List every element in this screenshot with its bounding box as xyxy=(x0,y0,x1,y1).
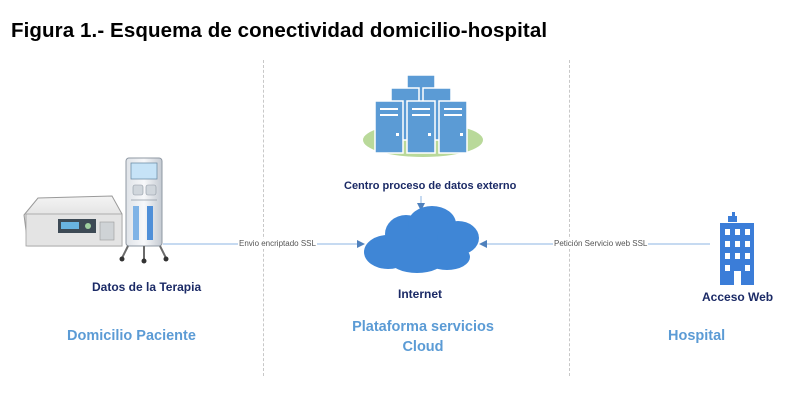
connection-label-hospital: Petición Servicio web SSL xyxy=(553,239,649,249)
patient-device-label: Datos de la Terapia xyxy=(92,280,202,294)
cloud-label: Internet xyxy=(398,287,443,301)
cloud-icon xyxy=(364,206,479,273)
zone-label-right: Hospital xyxy=(668,328,726,344)
server-cluster-icon xyxy=(363,74,483,157)
zone-divider-right xyxy=(569,60,570,376)
zone-divider-left xyxy=(263,60,264,376)
dialysis-machine-icon xyxy=(23,157,169,264)
zone-label-center-line2: Cloud xyxy=(402,339,444,355)
zone-label-center-line1: Plataforma servicios xyxy=(352,319,494,335)
figure-title: Figura 1.- Esquema de conectividad domic… xyxy=(11,19,548,42)
datacenter-label: Centro proceso de datos externo xyxy=(344,180,517,192)
zone-label-left: Domicilio Paciente xyxy=(67,328,196,344)
zone-label-center: Plataforma servicios Cloud xyxy=(323,317,523,357)
connection-label-patient: Envio encriptado SSL xyxy=(238,239,317,249)
hospital-building-icon xyxy=(720,212,754,285)
hospital-label: Acceso Web xyxy=(702,290,774,304)
